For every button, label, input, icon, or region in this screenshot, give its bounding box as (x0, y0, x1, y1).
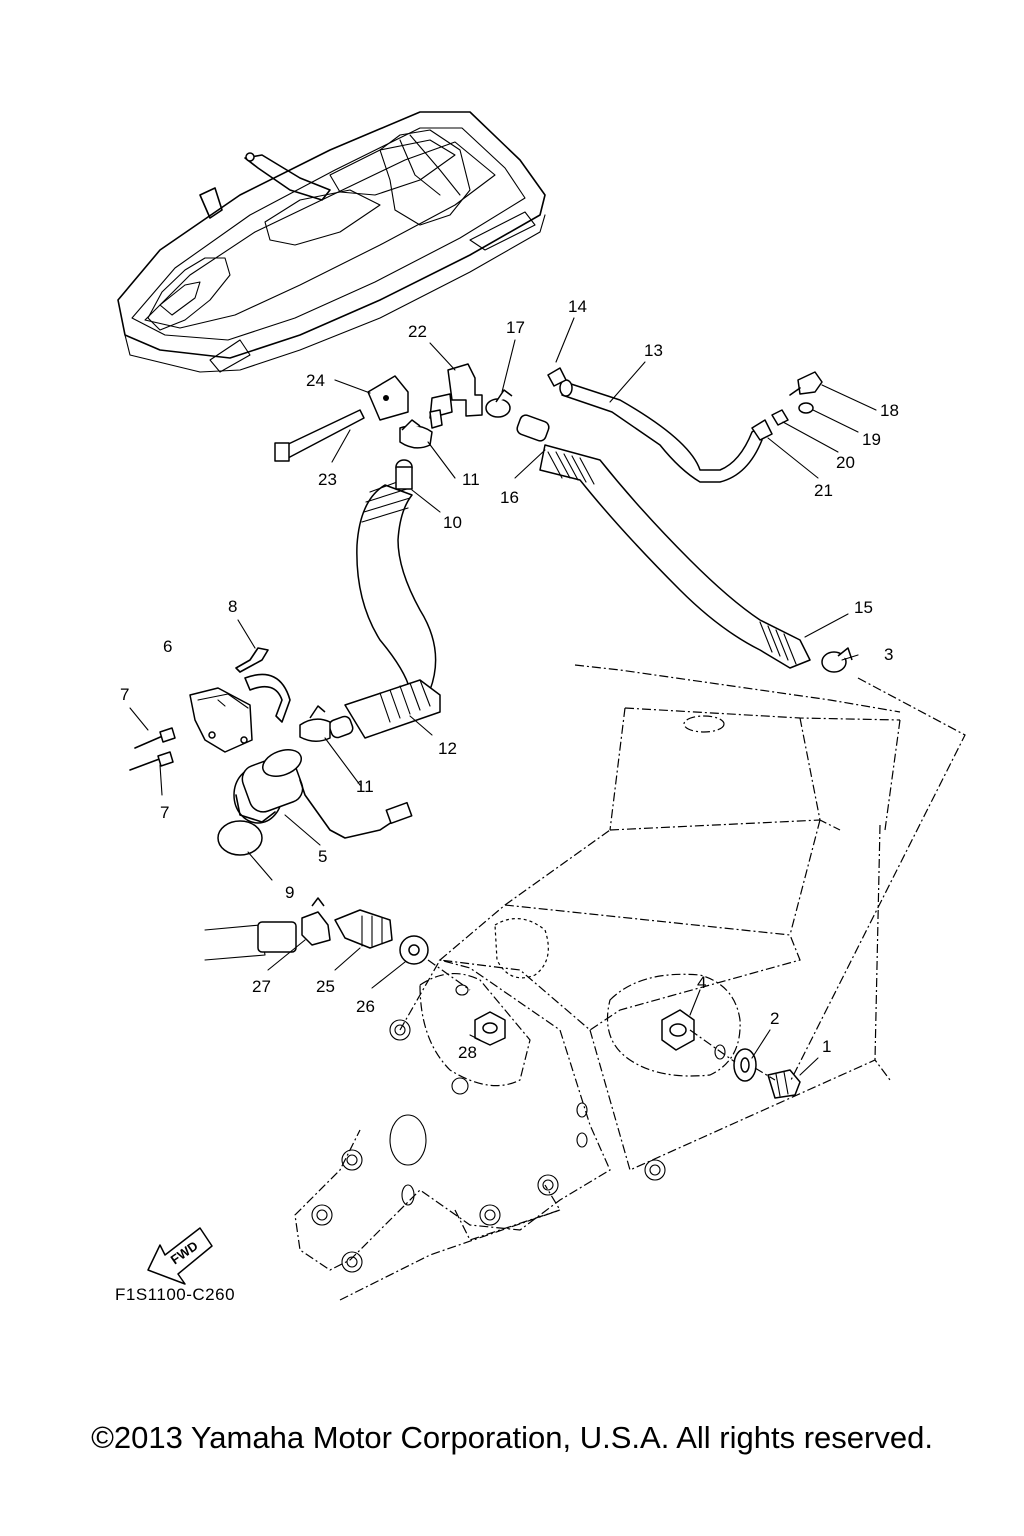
callout-7a: 7 (120, 685, 129, 704)
callout-labels: 1 2 3 4 5 6 7 7 8 9 10 11 11 12 13 14 15… (120, 297, 899, 1062)
callout-11b: 11 (356, 777, 374, 796)
suction-hose (299, 419, 441, 742)
callout-3: 3 (884, 645, 893, 664)
bilge-pump-assembly (129, 647, 413, 856)
callout-28: 28 (458, 1043, 477, 1062)
callout-26: 26 (356, 997, 375, 1016)
hull-bosses (311, 984, 726, 1273)
callout-6: 6 (163, 637, 172, 656)
callout-13: 13 (644, 341, 663, 360)
vent-tube (547, 367, 823, 483)
callout-12: 12 (438, 739, 457, 758)
callout-24: 24 (306, 371, 325, 390)
drain-fitting-assembly (204, 897, 429, 965)
callout-17: 17 (506, 318, 525, 337)
callout-1: 1 (822, 1037, 831, 1056)
callout-5: 5 (318, 847, 327, 866)
callout-11a: 11 (462, 470, 480, 489)
callout-18: 18 (880, 401, 899, 420)
callout-7b: 7 (160, 803, 169, 822)
callout-4: 4 (697, 973, 706, 992)
diagram-code: F1S1100-C260 (115, 1285, 235, 1304)
callout-16: 16 (500, 488, 519, 507)
callout-22: 22 (408, 322, 427, 341)
callout-2: 2 (770, 1009, 779, 1028)
callout-19: 19 (862, 430, 881, 449)
callout-20: 20 (836, 453, 855, 472)
callout-15: 15 (854, 598, 873, 617)
top-fittings (274, 363, 483, 462)
callout-8: 8 (228, 597, 237, 616)
callout-21: 21 (814, 481, 833, 500)
callout-25: 25 (316, 977, 335, 996)
callout-27: 27 (252, 977, 271, 996)
hull-section (294, 664, 901, 1301)
fwd-arrow-icon: FWD (147, 1227, 213, 1285)
discharge-hose (485, 389, 853, 673)
callout-23: 23 (318, 470, 337, 489)
leader-lines (129, 317, 966, 1083)
watercraft-overview (117, 111, 546, 373)
callout-9: 9 (285, 883, 294, 902)
copyright-notice: ©2013 Yamaha Motor Corporation, U.S.A. A… (91, 1420, 933, 1455)
callout-14: 14 (568, 297, 587, 316)
callout-10: 10 (443, 513, 462, 532)
